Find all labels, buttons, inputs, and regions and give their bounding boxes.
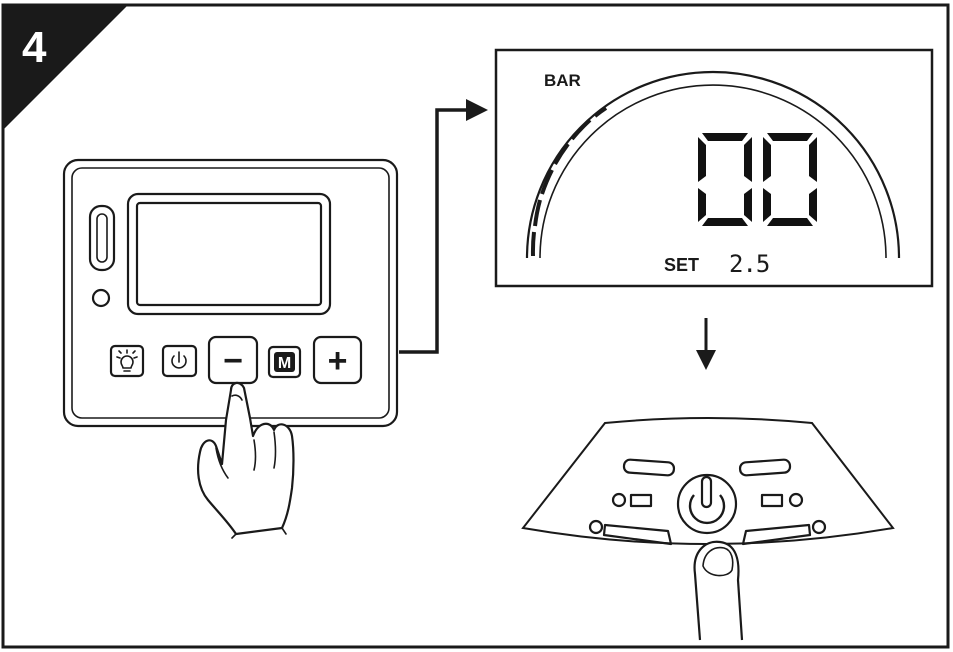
pressure-gauge-slot — [88, 204, 116, 272]
plus-symbol: + — [328, 342, 348, 380]
panel-display-screen — [126, 192, 332, 316]
plus-button[interactable]: + — [312, 335, 363, 385]
step-badge: 4 — [3, 5, 128, 130]
connector-arrow — [399, 99, 488, 354]
device-power-button[interactable] — [676, 473, 738, 535]
hand-illustration — [197, 381, 295, 539]
reading-digit-2 — [763, 133, 817, 226]
mode-button-label: M — [278, 355, 291, 372]
power-button[interactable] — [161, 344, 198, 378]
lightbulb-icon — [116, 349, 138, 372]
status-led — [91, 288, 111, 308]
finger-illustration — [693, 540, 744, 641]
device-control-closeup — [521, 417, 895, 641]
set-label: SET — [664, 255, 699, 275]
lcd-frame — [494, 48, 934, 288]
down-arrow — [696, 318, 716, 370]
lcd-display-zoom: BAR 00 SET 2.5 — [0, 0, 934, 288]
reading-digit-1 — [698, 133, 752, 226]
power-icon — [688, 475, 726, 525]
mode-button[interactable]: M — [267, 345, 302, 379]
step-number: 4 — [22, 23, 47, 72]
pressure-reading-text: 00 — [0, 0, 2, 1]
power-icon — [171, 351, 187, 369]
set-value: 2.5 — [729, 250, 769, 278]
minus-symbol: − — [223, 342, 243, 380]
gauge-segments — [530, 106, 608, 257]
light-button[interactable] — [109, 344, 145, 378]
unit-label: BAR — [544, 71, 581, 90]
pressure-reading: 00 — [0, 0, 817, 226]
gauge-arc — [525, 70, 901, 259]
